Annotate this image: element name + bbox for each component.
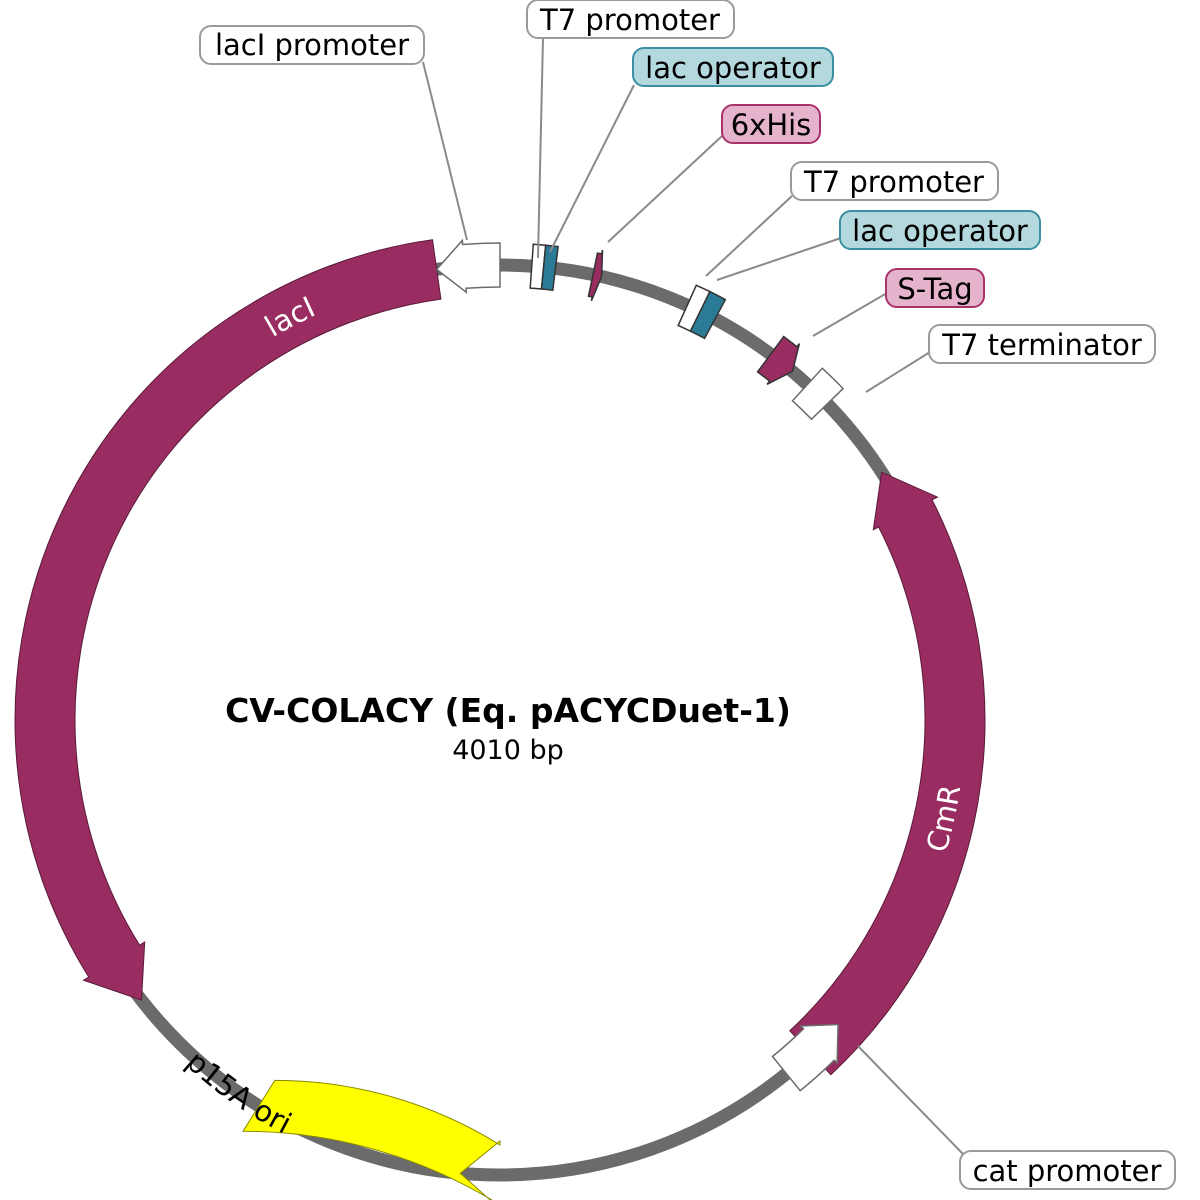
leader-t7-terminator [865, 351, 931, 393]
cmr-gene-arrow[interactable] [789, 471, 986, 1076]
leader-lines [422, 37, 964, 1155]
callout-text: cat promoter [973, 1154, 1162, 1188]
6xhis-tag[interactable] [587, 249, 604, 302]
leader-6xhis [607, 135, 723, 243]
callout-t7-terminator[interactable]: T7 terminator [928, 324, 1156, 364]
p15a-ori-arrow[interactable] [242, 1079, 501, 1200]
leader-cat-promoter [857, 1045, 964, 1155]
leader-s-tag [812, 292, 888, 337]
callout-text: T7 terminator [941, 328, 1142, 362]
callout-t7-promoter-1[interactable]: T7 promoter [526, 0, 735, 39]
lac-operator-2-box[interactable] [689, 290, 727, 340]
plasmid-size: 4010 bp [452, 735, 564, 766]
leader-t7-promoter-2 [705, 195, 793, 277]
leader-t7-promoter-1 [537, 37, 544, 259]
callout-lac-operator-1[interactable]: lac operator [632, 47, 834, 87]
callout-layer: lacI promoter T7 promoter lac operator 6… [199, 0, 1176, 1190]
laci-promoter-arrow[interactable] [435, 238, 501, 294]
plasmid-name: CV-COLACY (Eq. pACYCDuet-1) [225, 691, 791, 730]
laci-gene-arrow[interactable] [14, 239, 442, 1001]
lac-operator-1-box[interactable] [540, 244, 559, 292]
s-tag-arrow[interactable] [756, 335, 801, 385]
callout-text: lacI promoter [215, 28, 409, 62]
callout-cat-promoter[interactable]: cat promoter [959, 1150, 1176, 1190]
t7-terminator-box[interactable] [791, 367, 845, 421]
callout-text: S-Tag [897, 272, 972, 306]
leader-laci-promoter [422, 61, 468, 241]
callout-text: lac operator [852, 214, 1028, 248]
callout-t7-promoter-2[interactable]: T7 promoter [790, 161, 999, 201]
cat-promoter-arrow[interactable] [771, 1023, 839, 1092]
leader-lac-operator-1 [549, 84, 635, 253]
callout-text: T7 promoter [539, 3, 720, 37]
callout-laci-promoter[interactable]: lacI promoter [199, 25, 425, 65]
callout-lac-operator-2[interactable]: lac operator [839, 210, 1041, 250]
callout-6xhis[interactable]: 6xHis [721, 104, 821, 144]
leader-lac-operator-2 [716, 237, 842, 281]
callout-s-tag[interactable]: S-Tag [885, 268, 985, 308]
callout-text: T7 promoter [803, 165, 984, 199]
callout-text: 6xHis [731, 108, 812, 142]
callout-text: lac operator [645, 51, 821, 85]
